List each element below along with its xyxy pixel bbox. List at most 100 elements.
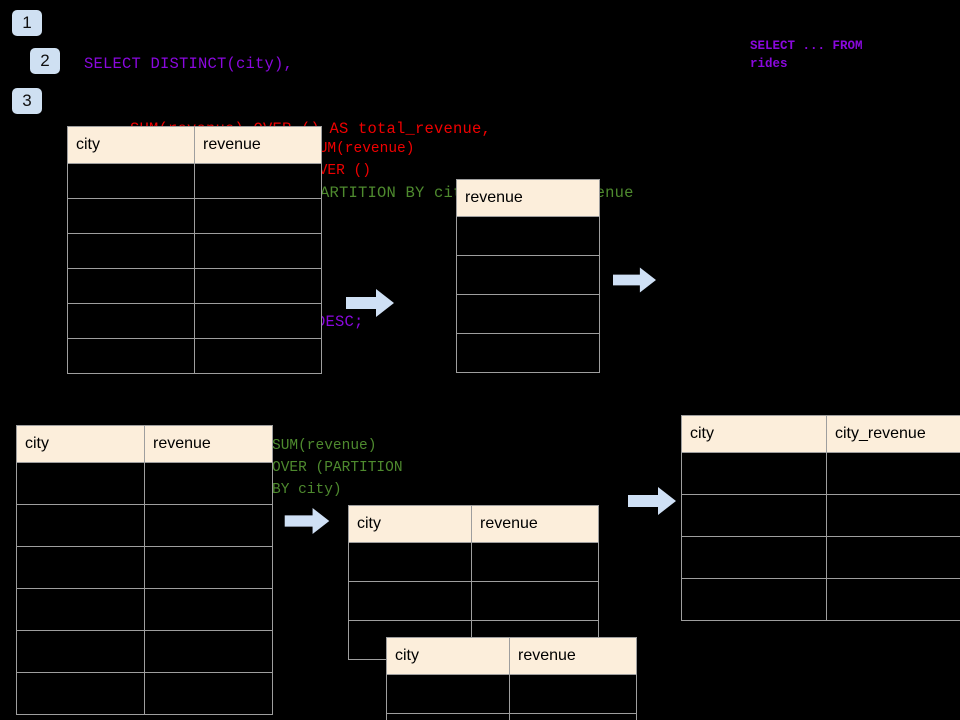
column-header-city-revenue: city_revenue xyxy=(826,415,960,453)
table-row xyxy=(681,494,960,537)
table-row xyxy=(681,452,960,495)
table-row xyxy=(456,255,600,295)
column-header-revenue: revenue xyxy=(144,425,273,463)
arrow-total-to-final-icon xyxy=(613,267,656,293)
table-row xyxy=(348,581,599,621)
cell-city xyxy=(67,198,195,234)
step-badge-1: 1 xyxy=(12,10,42,36)
cell-city xyxy=(16,504,145,547)
table-row xyxy=(16,588,273,631)
cell-city xyxy=(16,672,145,715)
table-row xyxy=(456,216,600,256)
cell-revenue xyxy=(194,163,322,199)
cell-city-revenue xyxy=(826,494,960,537)
arrow-rides-to-partition-icon xyxy=(284,508,330,534)
cell-revenue xyxy=(471,542,599,582)
cell-revenue xyxy=(144,462,273,505)
table-row xyxy=(67,268,322,304)
cell-revenue xyxy=(194,338,322,374)
cell-revenue xyxy=(194,233,322,269)
table-final-result: city city_revenue xyxy=(681,415,960,621)
table-row xyxy=(681,536,960,579)
table-row xyxy=(386,674,637,714)
table-header-row: city revenue xyxy=(386,637,637,675)
cell-city xyxy=(681,536,827,579)
cell-city xyxy=(386,674,510,714)
cell-city xyxy=(67,233,195,269)
cell-revenue xyxy=(456,216,600,256)
cell-city xyxy=(348,542,472,582)
arrow-rides-to-total-icon xyxy=(346,289,394,317)
table-header-row: city city_revenue xyxy=(681,415,960,453)
table-row xyxy=(16,630,273,673)
table-row xyxy=(16,546,273,589)
column-header-revenue: revenue xyxy=(509,637,637,675)
table-row xyxy=(681,578,960,621)
callout-city-revenue: SUM(revenue) OVER (PARTITION BY city) xyxy=(272,438,403,498)
table-total-revenue-result: revenue xyxy=(456,179,600,373)
table-row xyxy=(16,462,273,505)
table-row xyxy=(456,294,600,334)
step-badge-3: 3 xyxy=(12,88,42,114)
table-row xyxy=(67,233,322,269)
column-header-revenue: revenue xyxy=(471,505,599,543)
step-badge-2: 2 xyxy=(30,48,60,74)
cell-revenue xyxy=(456,294,600,334)
cell-revenue xyxy=(509,674,637,714)
cell-city xyxy=(67,268,195,304)
cell-city xyxy=(386,713,510,720)
column-header-city: city xyxy=(67,126,195,164)
cell-revenue xyxy=(471,581,599,621)
table-rides-source-bottom: city revenue xyxy=(16,425,273,715)
sql-line-select: SELECT DISTINCT(city), xyxy=(84,55,294,73)
table-row xyxy=(67,303,322,339)
cell-city xyxy=(16,630,145,673)
arrow-partition-to-final-icon xyxy=(628,487,676,515)
cell-city-revenue xyxy=(826,578,960,621)
cell-revenue xyxy=(194,268,322,304)
column-header-city: city xyxy=(681,415,827,453)
column-header-revenue: revenue xyxy=(194,126,322,164)
cell-revenue xyxy=(509,713,637,720)
cell-city xyxy=(16,588,145,631)
cell-city-revenue xyxy=(826,536,960,579)
table-header-row: revenue xyxy=(456,179,600,217)
cell-revenue xyxy=(144,630,273,673)
cell-city xyxy=(348,581,472,621)
table-row xyxy=(67,198,322,234)
cell-city xyxy=(16,462,145,505)
cell-city xyxy=(67,163,195,199)
cell-revenue xyxy=(144,588,273,631)
cell-city xyxy=(681,578,827,621)
table-row xyxy=(16,672,273,715)
table-header-row: city revenue xyxy=(67,126,322,164)
callout-source-query: SELECT ... FROM rides xyxy=(750,39,863,71)
table-partition-group-front: city revenue xyxy=(386,637,637,720)
cell-city xyxy=(681,494,827,537)
cell-revenue xyxy=(194,198,322,234)
column-header-city: city xyxy=(348,505,472,543)
cell-revenue xyxy=(144,672,273,715)
table-header-row: city revenue xyxy=(16,425,273,463)
table-row xyxy=(67,163,322,199)
table-row xyxy=(16,504,273,547)
cell-city xyxy=(16,546,145,589)
table-row xyxy=(386,713,637,720)
table-row xyxy=(456,333,600,373)
cell-revenue xyxy=(456,255,600,295)
table-partition-group-back: city revenue xyxy=(348,505,599,660)
cell-city-revenue xyxy=(826,452,960,495)
cell-revenue xyxy=(194,303,322,339)
cell-revenue xyxy=(144,546,273,589)
cell-city xyxy=(67,303,195,339)
column-header-city: city xyxy=(386,637,510,675)
cell-city xyxy=(681,452,827,495)
table-row xyxy=(348,542,599,582)
cell-revenue xyxy=(144,504,273,547)
table-rides-source-top: city revenue xyxy=(67,126,322,374)
cell-revenue xyxy=(456,333,600,373)
column-header-revenue: revenue xyxy=(456,179,600,217)
callout-total-revenue: SUM(revenue) OVER () xyxy=(310,141,415,179)
column-header-city: city xyxy=(16,425,145,463)
